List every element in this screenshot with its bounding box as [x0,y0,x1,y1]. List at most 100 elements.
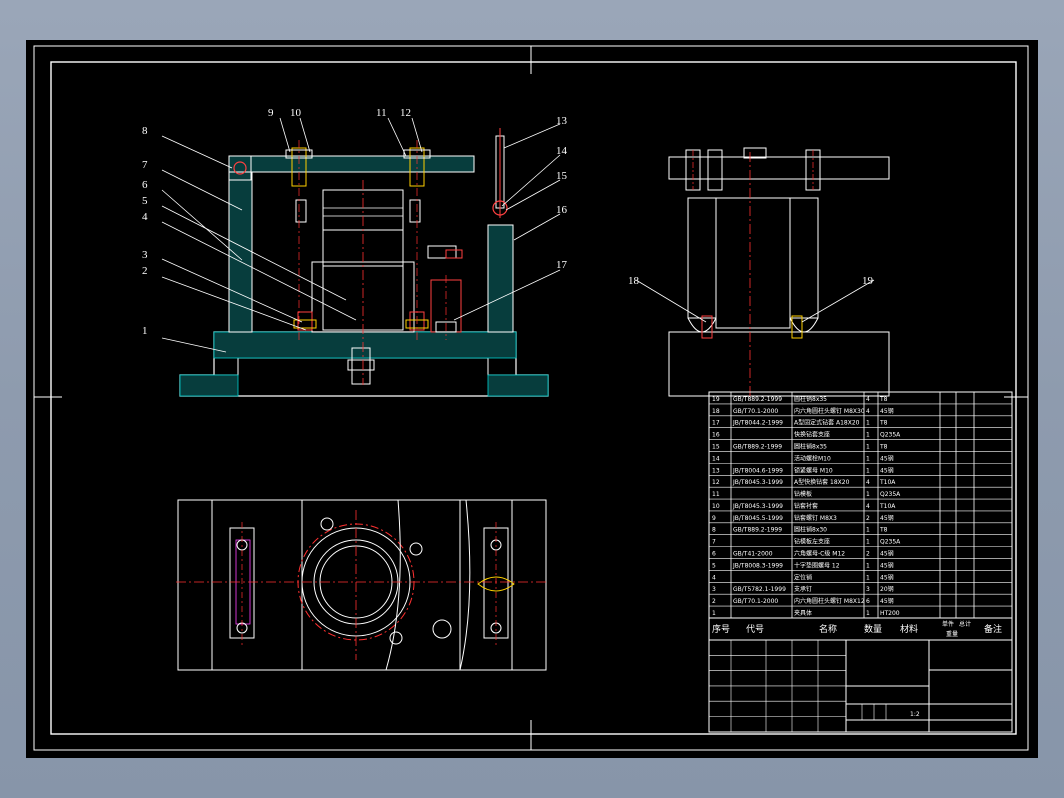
bom-cell-code: JB/T8045.5-1999 [732,515,783,522]
bom-cell-mat: T8 [879,443,888,450]
bom-cell-code: JB/T8044.2-1999 [732,420,783,427]
bom-cell-code: JB/T8045.3-1999 [732,503,783,510]
bom-cell-qty: 1 [866,455,870,462]
callout-5: 5 [142,195,148,207]
callout-1: 1 [142,325,148,337]
bom-cell-name: A型固定式钻套 A18X20 [794,419,860,427]
bom-cell-code: GB/T889.2-1999 [733,443,782,450]
bom-cell-code: GB/T5782.1-1999 [733,586,786,593]
bom-cell-mat: 45钢 [880,561,894,569]
bom-cell-mat: T10A [879,503,896,510]
callout-12: 12 [400,107,411,119]
bom-cell-no: 2 [712,598,716,605]
bom-cell-qty: 1 [866,432,870,439]
bom-cell-mat: 45钢 [880,466,894,474]
bom-cell-qty: 2 [866,551,870,558]
callout-11: 11 [376,107,387,119]
bom-cell-qty: 1 [866,420,870,427]
bom-cell-qty: 6 [866,598,870,605]
bom-cell-name: 十字垫圈螺母 12 [794,561,840,569]
callout-19: 19 [862,275,874,287]
bom-header-weight: 重量 [946,630,958,638]
bom-cell-name: 内六角圆柱头螺钉 M8X12 [794,597,865,605]
front-callouts: 8 7 6 5 4 3 2 1 9 10 11 12 13 14 15 16 1… [142,107,568,353]
bom-cell-no: 11 [712,491,720,498]
bom-cell-no: 17 [712,420,720,427]
bom-cell-name: 圆柱销8x35 [794,395,827,403]
callout-8: 8 [142,125,148,137]
bom-cell-qty: 1 [866,539,870,546]
bom-cell-qty: 4 [866,503,870,510]
bom-cell-mat: T8 [879,420,888,427]
bom-cell-name: 锁紧螺母 M10 [794,466,833,474]
bom-cell-no: 19 [712,396,720,403]
bom-cell-mat: T8 [879,527,888,534]
bom-cell-qty: 3 [866,586,870,593]
bom-cell-mat: Q235A [880,539,901,546]
bom-cell-mat: 45钢 [880,514,894,522]
bom-cell-qty: 1 [866,527,870,534]
bom-cell-no: 13 [712,467,720,474]
bom-cell-name: 圆柱销8x35 [794,442,827,450]
bom-cell-no: 14 [712,455,720,462]
bom-cell-qty: 4 [866,479,870,486]
bom-cell-code: GB/T889.2-1999 [733,396,782,403]
bom-cell-name: 活动螺栓M10 [794,454,831,462]
bom-cell-name: 钻模板 [794,490,812,498]
callout-15: 15 [556,170,568,182]
outer-border [33,45,1029,751]
bom-cell-no: 4 [712,574,716,581]
bom-cell-qty: 1 [866,491,870,498]
callout-10: 10 [290,107,302,119]
bom-cell-no: 1 [712,610,716,617]
bom-header-code: 代号 [746,624,764,635]
top-view [176,499,548,671]
bom-cell-no: 6 [712,551,716,558]
bom-cell-name: 夹具体 [794,609,812,617]
bom-cell-qty: 4 [866,408,870,415]
callout-2: 2 [142,265,148,277]
bom-cell-qty: 2 [866,515,870,522]
callout-17: 17 [556,259,568,271]
bom-cell-name: 钻模板左支座 [794,538,830,546]
bom-cell-name: 内六角圆柱头螺钉 M8X30 [794,407,865,415]
callout-16: 16 [556,204,568,216]
bom-cell-qty: 1 [866,562,870,569]
callout-3: 3 [142,249,148,261]
side-view: 18 19 [628,147,890,397]
cad-drawing-viewport[interactable]: 8 7 6 5 4 3 2 1 9 10 11 12 13 14 15 16 1… [26,40,1038,758]
bom-cell-no: 12 [712,479,720,486]
bom-cell-code: GB/T889.2-1999 [733,527,782,534]
callout-13: 13 [556,115,568,127]
bom-header-qty: 数量 [864,623,882,635]
bom-header-name: 名称 [819,623,837,635]
bom-cell-no: 3 [712,586,716,593]
bom-header-mat: 材料 [900,623,918,635]
bom-header-unit: 单件 [942,620,954,628]
bom-header-total: 总计 [959,620,971,628]
bom-cell-no: 15 [712,443,720,450]
bom-cell-code: GB/T70.1-2000 [733,598,778,605]
bom-cell-no: 5 [712,562,716,569]
bom-cell-code: JB/T8004.6-1999 [732,467,783,474]
bom-cell-no: 18 [712,408,720,415]
bom-cell-mat: 45钢 [880,550,894,558]
bom-cell-mat: T8 [879,396,888,403]
bom-cell-name: 快换钻套支座 [794,431,830,439]
callout-9: 9 [268,107,274,119]
bom-cell-name: 支承钉 [794,585,812,593]
bom-cell-mat: T10A [879,479,896,486]
bom-cell-name: 钻套衬套 [794,502,818,510]
bom-cell-mat: 45钢 [880,407,894,415]
bom-cell-qty: 1 [866,443,870,450]
bom-cell-qty: 1 [866,610,870,617]
bom-cell-code: JB/T8045.3-1999 [732,479,783,486]
bom-header-no: 序号 [712,623,730,635]
bom-cell-mat: 20钢 [880,585,894,593]
inner-border [50,61,1017,735]
bom-cell-name: 定位销 [794,573,812,581]
bom-cell-mat: Q235A [880,432,901,439]
callout-4: 4 [142,211,148,223]
drawing-canvas: 8 7 6 5 4 3 2 1 9 10 11 12 13 14 15 16 1… [33,45,1029,751]
